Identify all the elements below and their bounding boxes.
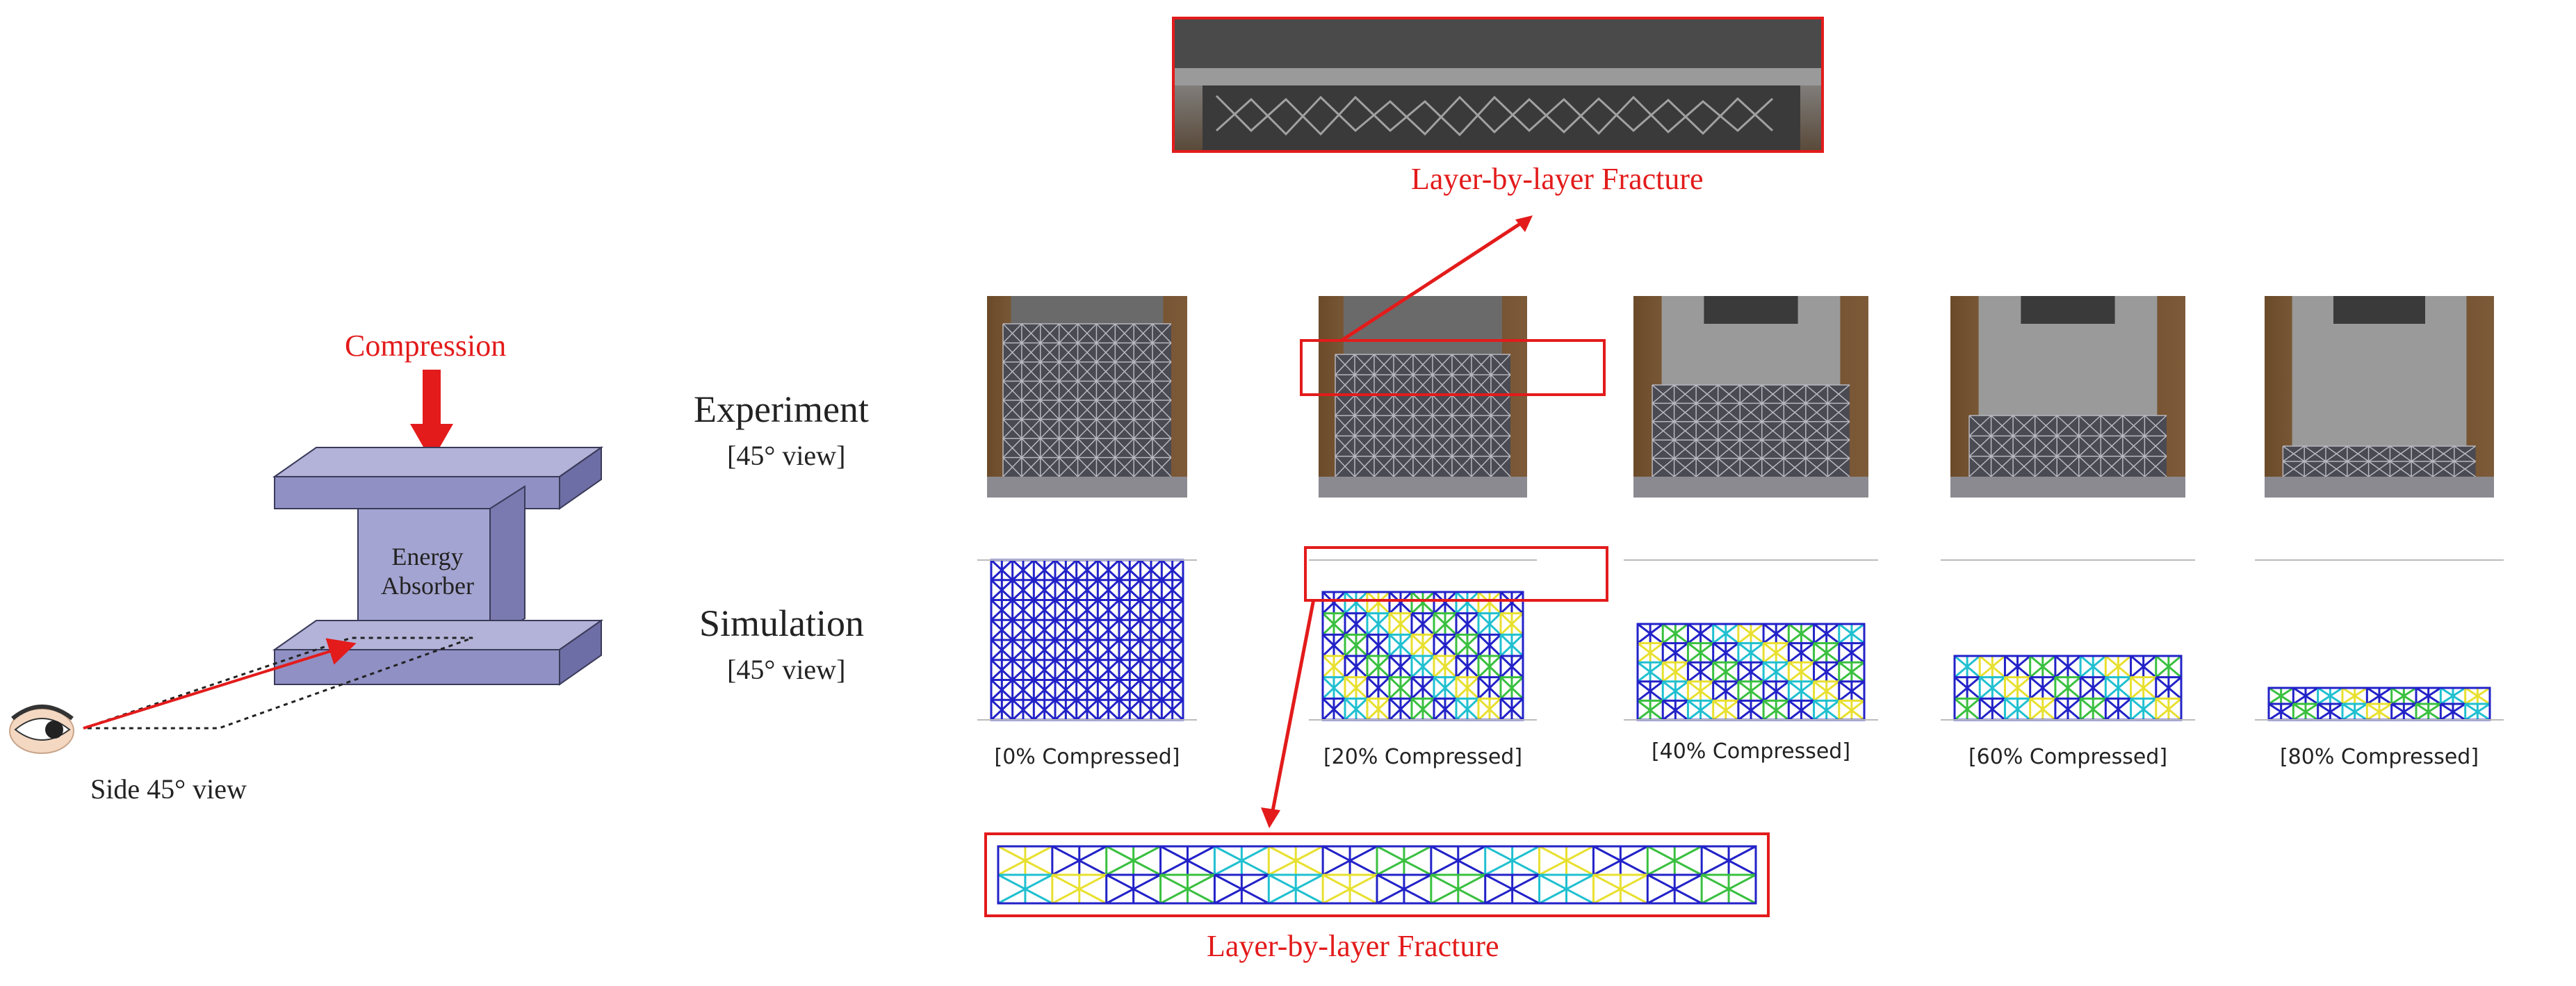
- bottom-fracture-simulation: [997, 845, 1757, 905]
- absorber-column: [357, 485, 525, 642]
- experiment-highlight-frame: [1300, 339, 1606, 396]
- bottom-fracture-label: Layer-by-layer Fracture: [1207, 929, 1499, 963]
- top-fracture-photo: [1175, 19, 1821, 150]
- simulation-lattice-0: [977, 559, 1197, 721]
- eye-icon: [9, 705, 74, 754]
- absorber-label-line1: Energy: [391, 543, 464, 570]
- experiment-photo-0: [987, 296, 1187, 498]
- simulation-lattice-1: [1309, 559, 1537, 721]
- view-frustum: [83, 636, 473, 730]
- compression-arrow: [410, 370, 453, 461]
- bottom-fracture-lattice: [997, 845, 1757, 905]
- experiment-title: Experiment: [694, 388, 869, 430]
- experiment-photo-1: [1319, 296, 1527, 498]
- experiment-photo-3: [1950, 296, 2185, 498]
- simulation-lattice-4: [2255, 559, 2504, 721]
- experiment-subtitle: [45° view]: [727, 440, 846, 471]
- stage-caption-3: [60% Compressed]: [1968, 745, 2168, 769]
- stage-caption-0: [0% Compressed]: [994, 745, 1180, 769]
- stage-caption-2: [40% Compressed]: [1651, 739, 1851, 764]
- stage-caption-4: [80% Compressed]: [2279, 745, 2479, 769]
- bottom-fracture-frame: [984, 832, 1770, 917]
- experiment-photo-4: [2265, 296, 2494, 498]
- simulation-highlight-frame: [1304, 546, 1608, 602]
- absorber-label-line2: Absorber: [381, 572, 474, 600]
- experiment-photo-2: [1633, 296, 1868, 498]
- simulation-lattice-3: [1941, 559, 2195, 721]
- bottom-callout-arrow: [1261, 599, 1316, 828]
- compression-label: Compression: [345, 329, 507, 363]
- simulation-title: Simulation: [699, 602, 865, 644]
- simulation-subtitle: [45° view]: [727, 654, 846, 685]
- top-fracture-label: Layer-by-layer Fracture: [1411, 162, 1704, 196]
- stage-caption-1: [20% Compressed]: [1323, 745, 1523, 769]
- top-plate: [272, 446, 604, 510]
- simulation-row: [977, 559, 2504, 721]
- top-fracture-frame: [1172, 17, 1824, 153]
- simulation-lattice-2: [1624, 559, 1878, 721]
- top-callout-arrow: [1340, 215, 1533, 343]
- energy-absorber-schematic: [9, 370, 604, 754]
- side-view-label: Side 45° view: [90, 773, 247, 805]
